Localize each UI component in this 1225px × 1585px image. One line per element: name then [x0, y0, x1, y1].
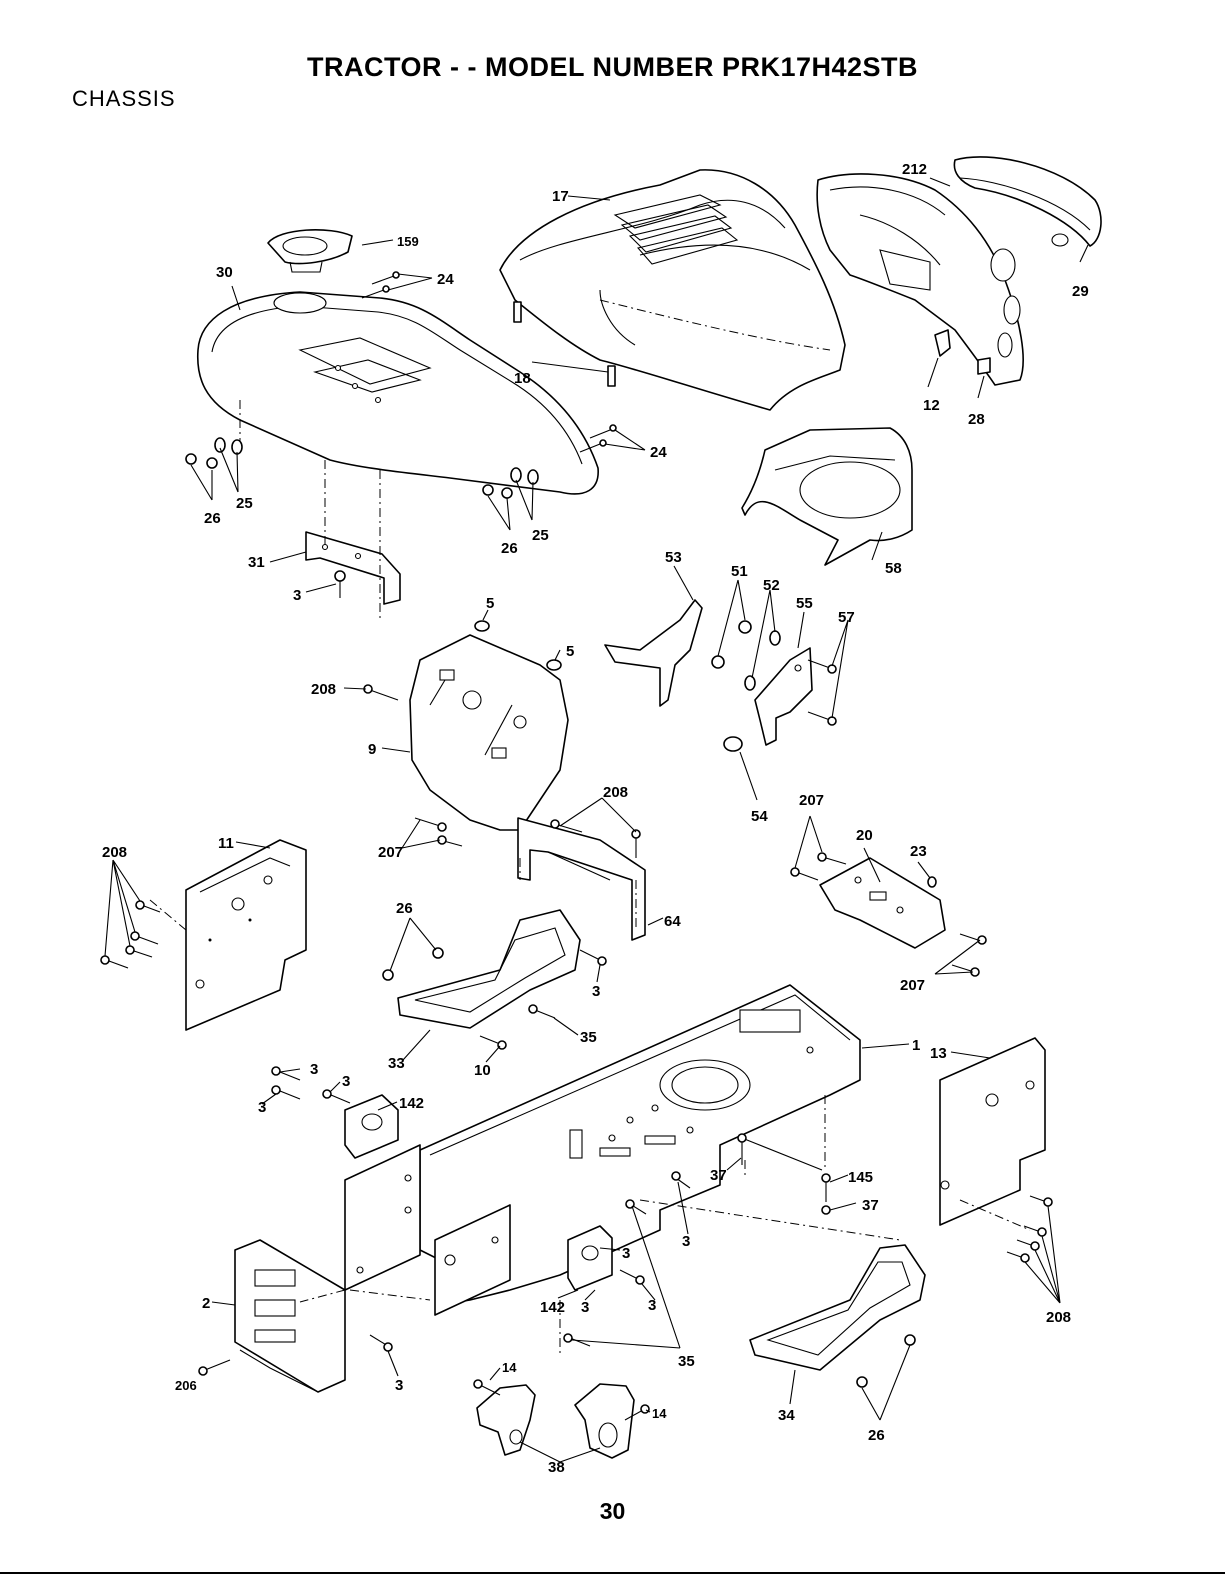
callout-24: 24 — [650, 444, 667, 461]
callout-145: 145 — [848, 1169, 873, 1186]
callout-57: 57 — [838, 609, 855, 626]
callout-3: 3 — [581, 1299, 589, 1316]
callout-54: 54 — [751, 808, 768, 825]
callout-142: 142 — [540, 1299, 565, 1316]
part-20-plate — [820, 858, 945, 948]
part-17-hood — [500, 170, 845, 410]
callout-52: 52 — [763, 577, 780, 594]
callout-207: 207 — [799, 792, 824, 809]
callout-51: 51 — [731, 563, 748, 580]
callout-207: 207 — [900, 977, 925, 994]
callout-208: 208 — [1046, 1309, 1071, 1326]
callout-208: 208 — [102, 844, 127, 861]
callout-37: 37 — [710, 1167, 727, 1184]
callout-14: 14 — [652, 1406, 667, 1421]
callout-55: 55 — [796, 595, 813, 612]
callout-29: 29 — [1072, 283, 1089, 300]
part-38-bracket-left — [477, 1385, 535, 1455]
part-212-grille — [817, 174, 1023, 385]
callout-35: 35 — [580, 1029, 597, 1046]
part-55-plate — [755, 648, 812, 745]
part-12-clip — [935, 330, 950, 356]
callout-9: 9 — [368, 741, 376, 758]
callout-26: 26 — [204, 510, 221, 527]
callout-3: 3 — [648, 1297, 656, 1314]
callout-26: 26 — [396, 900, 413, 917]
part-54-knob — [724, 737, 742, 751]
callout-3: 3 — [592, 983, 600, 1000]
callout-23: 23 — [910, 843, 927, 860]
part-11-side-panel — [186, 840, 306, 1030]
callout-33: 33 — [388, 1055, 405, 1072]
bottom-divider — [0, 1572, 1225, 1574]
callout-38: 38 — [548, 1459, 565, 1476]
part-30-dash-panel — [198, 292, 598, 494]
callout-206: 206 — [175, 1378, 197, 1393]
callout-20: 20 — [856, 827, 873, 844]
callout-207: 207 — [378, 844, 403, 861]
callout-212: 212 — [902, 161, 927, 178]
callout-53: 53 — [665, 549, 682, 566]
page-number: 30 — [0, 1498, 1225, 1525]
part-2-front-bracket — [235, 1240, 345, 1392]
callout-2: 2 — [202, 1295, 210, 1312]
part-28-clip — [978, 358, 990, 374]
callout-26: 26 — [501, 540, 518, 557]
callout-142: 142 — [399, 1095, 424, 1112]
callout-11: 11 — [218, 835, 234, 852]
part-38-bracket-right — [575, 1384, 634, 1458]
part-53-bracket — [605, 600, 702, 706]
callout-3: 3 — [310, 1061, 318, 1078]
callout-25: 25 — [236, 495, 253, 512]
part-145-rod — [742, 1138, 822, 1170]
callout-208: 208 — [603, 784, 628, 801]
callout-35: 35 — [678, 1353, 695, 1370]
callout-3: 3 — [342, 1073, 350, 1090]
callout-3: 3 — [293, 587, 301, 604]
callout-3: 3 — [395, 1377, 403, 1394]
callout-12: 12 — [923, 397, 940, 414]
callout-34: 34 — [778, 1407, 795, 1424]
part-34-rear-footrest — [750, 1245, 925, 1370]
callout-5: 5 — [566, 643, 574, 660]
callout-18: 18 — [514, 370, 531, 387]
part-13-side-panel — [940, 1038, 1045, 1225]
callout-25: 25 — [532, 527, 549, 544]
callout-26: 26 — [868, 1427, 885, 1444]
callout-13: 13 — [930, 1045, 947, 1062]
callout-64: 64 — [664, 913, 681, 930]
callout-3: 3 — [258, 1099, 266, 1116]
callout-5: 5 — [486, 595, 494, 612]
callout-58: 58 — [885, 560, 902, 577]
callout-17: 17 — [552, 188, 569, 205]
callout-10: 10 — [474, 1062, 491, 1079]
callout-14: 14 — [502, 1360, 517, 1375]
callout-3: 3 — [682, 1233, 690, 1250]
callout-28: 28 — [968, 411, 985, 428]
callout-31: 31 — [248, 554, 265, 571]
callout-37: 37 — [862, 1197, 879, 1214]
part-31-bracket — [306, 532, 400, 604]
frame-side-plate-left — [345, 1145, 420, 1290]
callout-3: 3 — [622, 1245, 630, 1262]
callout-30: 30 — [216, 264, 233, 281]
callout-24: 24 — [437, 271, 454, 288]
part-159-bezel — [268, 230, 352, 272]
part-58-deflector — [742, 428, 912, 565]
part-9-dash-support — [410, 635, 568, 830]
callout-159: 159 — [397, 234, 419, 249]
callout-208: 208 — [311, 681, 336, 698]
callout-1: 1 — [912, 1037, 920, 1054]
part-33-footrest — [398, 910, 580, 1028]
